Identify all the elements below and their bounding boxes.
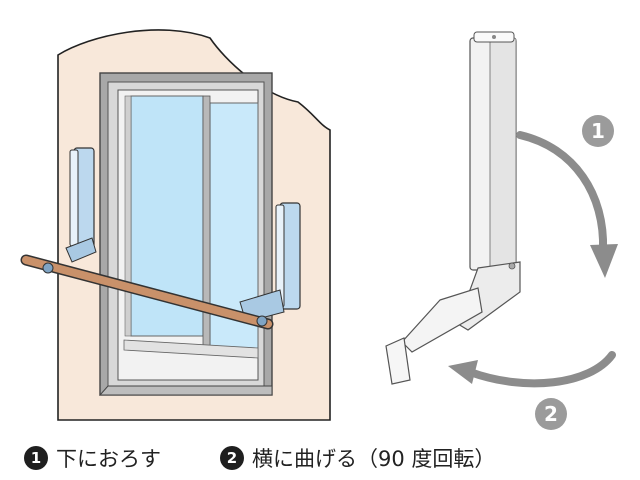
upright-bracket [469,31,517,271]
window-scene [20,29,331,421]
window-frame [98,72,273,396]
caption-step-1-number: 1 [24,446,48,470]
step-1-marker: 1 [582,115,614,147]
left-bracket [65,147,97,263]
caption-step-1: 1 下におろす [24,442,161,474]
caption-step-1-text: 下におろす [56,447,161,471]
folded-arm [385,261,521,385]
pole [20,254,274,330]
bracket-rotation-diagram [385,31,618,388]
arrow-left-curve [448,351,616,388]
caption-step-2-number: 2 [220,446,244,470]
caption-step-2-text: 横に曲げる（90 度回転） [252,447,496,471]
caption-step-2: 2 横に曲げる（90 度回転） [220,442,495,474]
arrow-down-curve [516,131,618,278]
step-2-marker: 2 [535,398,567,430]
